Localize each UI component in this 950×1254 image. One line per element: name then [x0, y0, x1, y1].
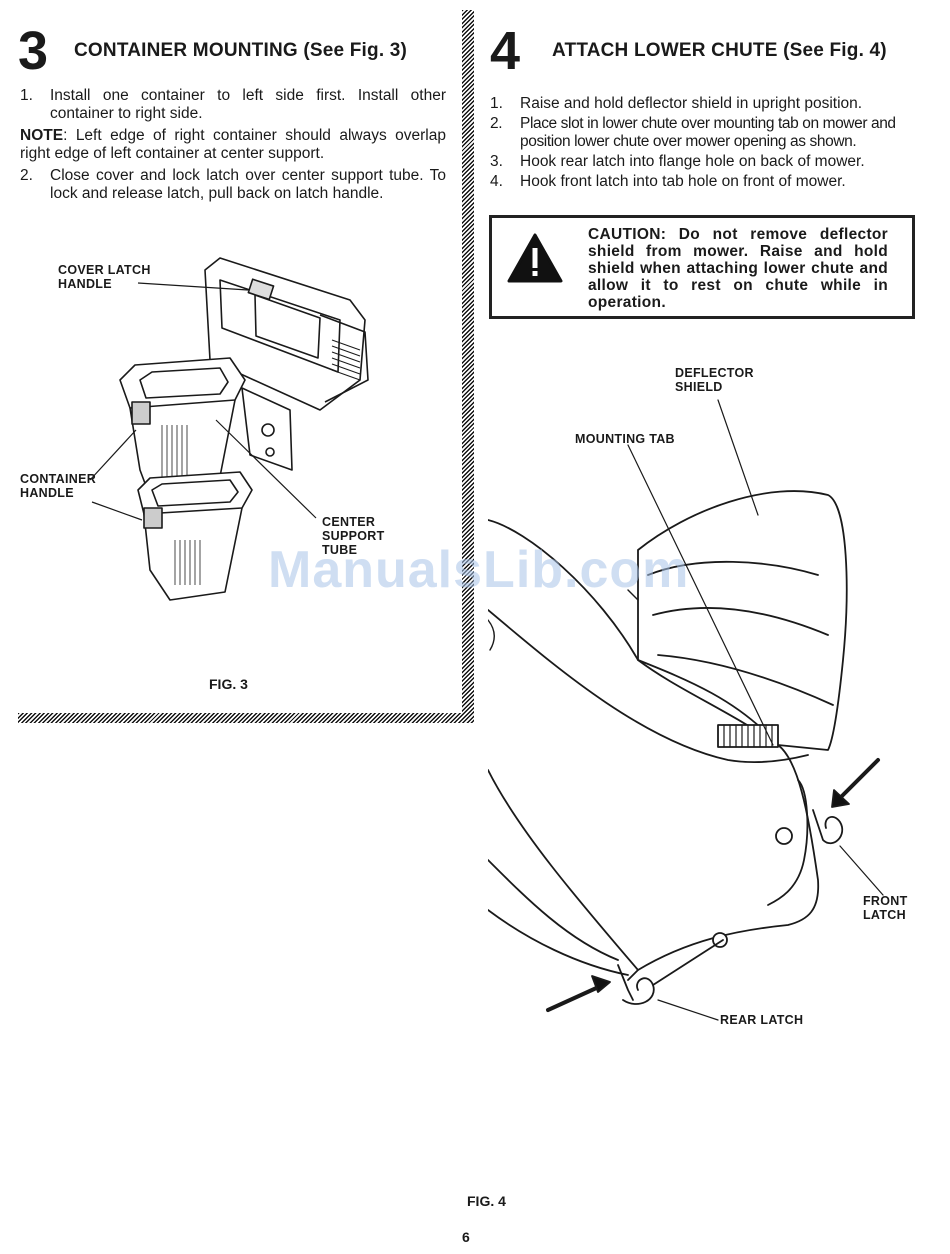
- step-text: Raise and hold deflector shield in uprig…: [520, 95, 863, 112]
- label-front-latch: FRONT LATCH: [863, 894, 908, 922]
- label-center-support-tube: CENTER SUPPORT TUBE: [322, 515, 385, 557]
- step-index: 2.: [490, 115, 503, 132]
- note-label: NOTE: [20, 127, 64, 144]
- note: NOTE: Left edge of right container shoul…: [20, 127, 446, 163]
- label-line: SUPPORT: [322, 529, 385, 543]
- section-divider-vertical: [462, 10, 474, 722]
- step-item: 3. Hook rear latch into flange hole on b…: [490, 153, 918, 171]
- step-text: Place slot in lower chute over mounting …: [520, 115, 896, 150]
- step-number-3: 3: [18, 21, 49, 81]
- section-divider-horizontal: [18, 713, 474, 723]
- step-item: 4. Hook front latch into tab hole on fro…: [490, 173, 918, 191]
- step-text: Close cover and lock latch over center s…: [50, 167, 446, 202]
- step-text: Hook rear latch into flange hole on back…: [520, 153, 865, 170]
- step-item: 1. Install one container to left side fi…: [20, 87, 446, 123]
- step-text: Install one container to left side first…: [50, 87, 446, 122]
- label-line: COVER LATCH: [58, 263, 151, 277]
- page-number: 6: [462, 1229, 470, 1245]
- label-cover-latch-handle: COVER LATCH HANDLE: [58, 263, 151, 291]
- fig-4-caption: FIG. 4: [467, 1193, 506, 1209]
- warning-triangle-icon: [507, 233, 563, 283]
- label-line: HANDLE: [20, 486, 74, 500]
- step-index: 2.: [20, 167, 33, 184]
- label-line: HANDLE: [58, 277, 112, 291]
- section-4-title: ATTACH LOWER CHUTE (See Fig. 4): [552, 40, 887, 61]
- label-line: CONTAINER: [20, 472, 97, 486]
- step-index: 1.: [20, 87, 33, 104]
- label-container-handle: CONTAINER HANDLE: [20, 472, 96, 500]
- section-4-instructions: 1. Raise and hold deflector shield in up…: [490, 95, 918, 193]
- step-number-4: 4: [490, 21, 521, 81]
- label-line: DEFLECTOR: [675, 366, 754, 380]
- step-index: 4.: [490, 173, 503, 190]
- step-item: 2. Close cover and lock latch over cente…: [20, 167, 446, 203]
- fig-3-illustration: [89, 257, 369, 601]
- note-text: : Left edge of right container should al…: [20, 127, 446, 162]
- caution-text: CAUTION: Do not remove deflector shield …: [588, 226, 888, 311]
- label-mounting-tab: MOUNTING TAB: [575, 432, 675, 446]
- step-item: 1. Raise and hold deflector shield in up…: [490, 95, 918, 113]
- label-line: SHIELD: [675, 380, 723, 394]
- label-line: FRONT: [863, 894, 908, 908]
- fig-3-caption: FIG. 3: [209, 676, 248, 692]
- label-line: CENTER: [322, 515, 376, 529]
- section-3-instructions: 1. Install one container to left side fi…: [20, 87, 446, 205]
- step-index: 1.: [490, 95, 503, 112]
- section-3-title: CONTAINER MOUNTING (See Fig. 3): [74, 40, 408, 61]
- caution-box: CAUTION: Do not remove deflector shield …: [489, 215, 915, 319]
- label-line: TUBE: [322, 543, 358, 557]
- step-index: 3.: [490, 153, 503, 170]
- label-line: LATCH: [863, 908, 906, 922]
- step-text: Hook front latch into tab hole on front …: [520, 173, 846, 190]
- label-deflector-shield: DEFLECTOR SHIELD: [675, 366, 754, 394]
- watermark: ManualsLib.com: [268, 541, 690, 599]
- fig-4-illustration: [488, 399, 884, 1021]
- step-item: 2. Place slot in lower chute over mounti…: [490, 115, 918, 151]
- label-rear-latch: REAR LATCH: [720, 1013, 804, 1027]
